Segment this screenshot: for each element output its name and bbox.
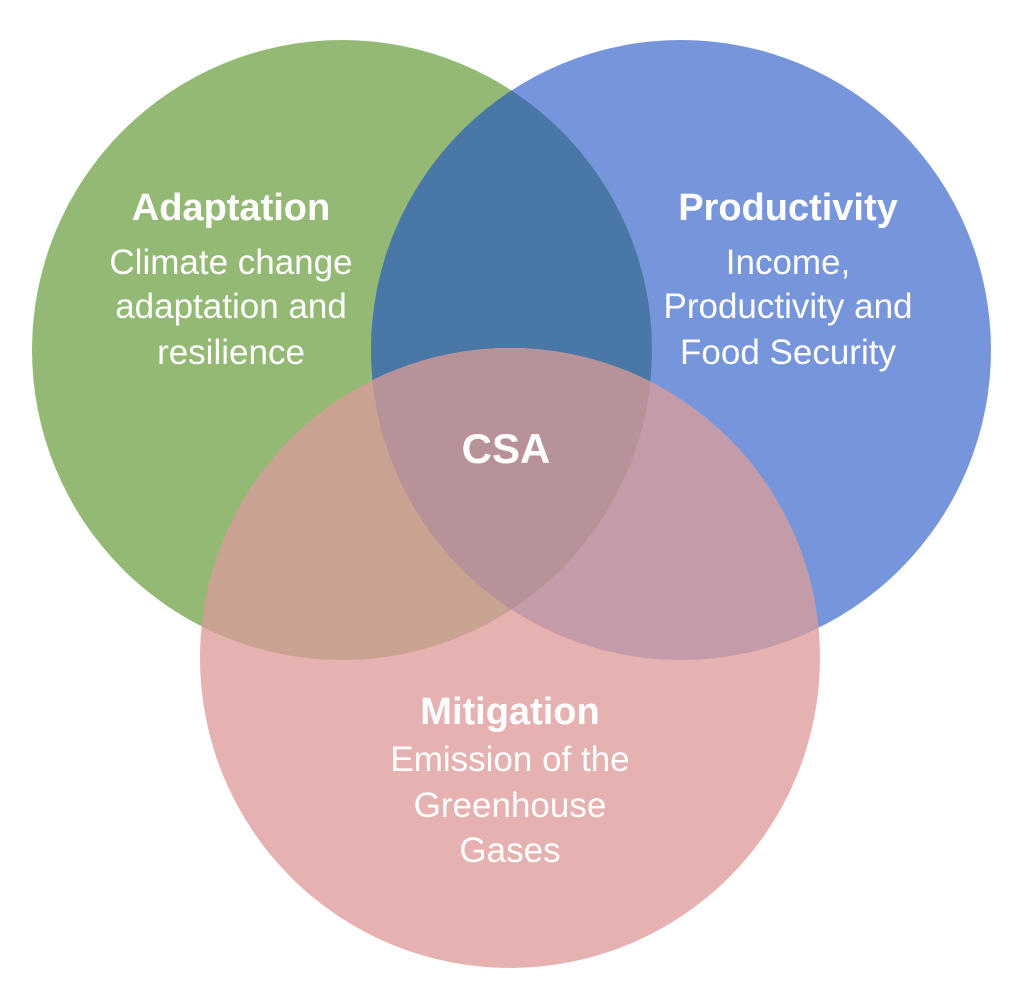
csa-triple-overlap bbox=[371, 348, 652, 660]
adaptation-line-1: Climate change bbox=[109, 243, 352, 282]
productivity-line-2: Productivity and bbox=[663, 287, 912, 326]
mitigation-line-3: Gases bbox=[459, 831, 560, 870]
productivity-line-1: Income, bbox=[726, 243, 851, 282]
adaptation-title: Adaptation bbox=[132, 187, 330, 229]
mitigation-title: Mitigation bbox=[420, 691, 599, 733]
adaptation-line-2: adaptation and bbox=[115, 287, 347, 326]
mitigation-line-2: Greenhouse bbox=[414, 786, 607, 825]
adaptation-line-3: resilience bbox=[157, 333, 305, 372]
productivity-line-3: Food Security bbox=[680, 333, 896, 372]
mitigation-line-1: Emission of the bbox=[390, 740, 629, 779]
productivity-title: Productivity bbox=[678, 187, 898, 229]
csa-label: CSA bbox=[462, 425, 551, 472]
